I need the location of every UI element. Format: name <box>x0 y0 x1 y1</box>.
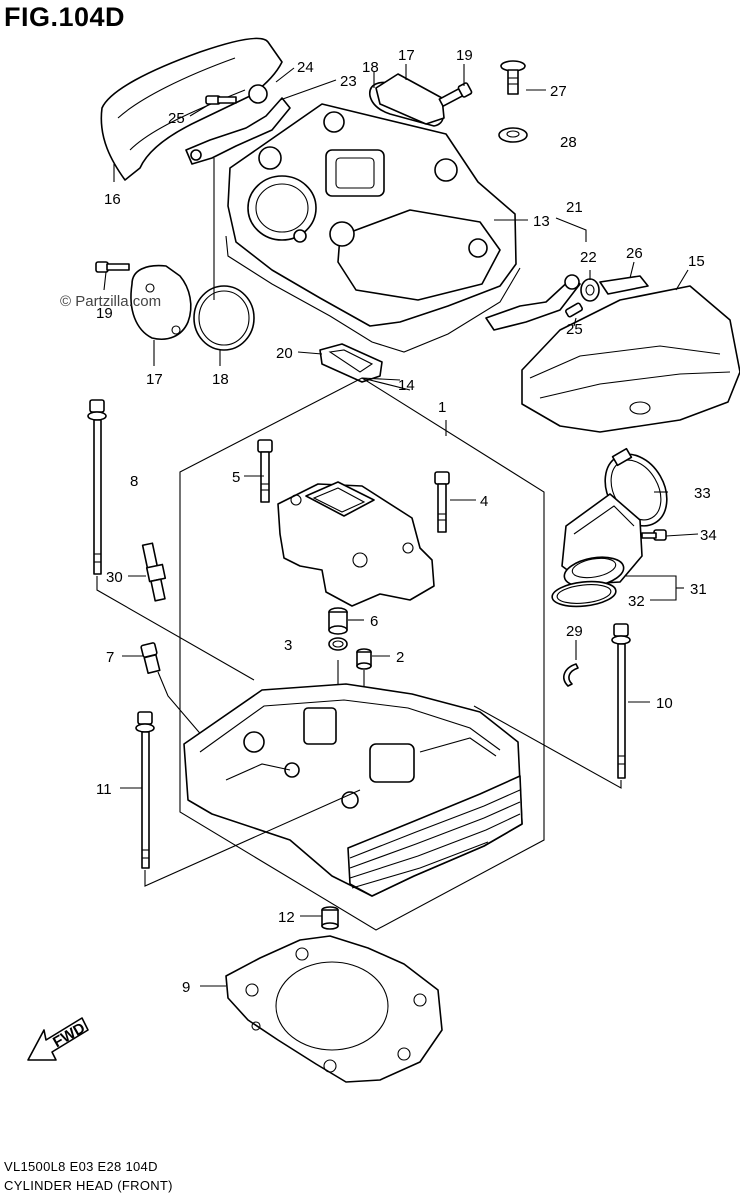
bolt-10 <box>611 623 631 779</box>
callout-33: 33 <box>694 485 711 502</box>
bolt-5 <box>257 439 273 503</box>
clip-29 <box>563 663 579 687</box>
callout-28: 28 <box>560 134 577 151</box>
screw-34 <box>641 529 667 541</box>
callout-21: 21 <box>566 199 583 216</box>
callout-15: 15 <box>688 253 705 270</box>
callout-29: 29 <box>566 623 583 640</box>
spark-plug-30 <box>141 542 167 602</box>
callout-9: 9 <box>182 979 190 996</box>
callout-27: 27 <box>550 83 567 100</box>
bolt-11 <box>135 711 155 869</box>
bolt-22 <box>580 278 600 302</box>
fwd-arrow: FWD <box>27 1017 89 1061</box>
callout-23: 23 <box>340 73 357 90</box>
callout-12: 12 <box>278 909 295 926</box>
callout-18-top: 18 <box>362 59 379 76</box>
callout-30: 30 <box>106 569 123 586</box>
callout-19-left: 19 <box>96 305 113 322</box>
callout-25-top: 25 <box>168 110 185 127</box>
callout-1: 1 <box>438 399 446 416</box>
callouts: 24 23 18 17 19 27 25 28 16 13 21 22 26 1… <box>96 47 717 996</box>
leader-lines <box>103 64 699 987</box>
o-ring-32 <box>551 580 617 608</box>
figure-title: FIG.104D <box>4 2 126 32</box>
dowel-6 <box>328 607 348 635</box>
cylinder-head-1 <box>183 683 523 897</box>
figure-code: VL1500L8 E03 E28 104D <box>4 1159 158 1174</box>
plug-7 <box>140 642 161 675</box>
callout-10: 10 <box>656 695 673 712</box>
washer-28 <box>498 127 528 143</box>
dowel-12 <box>321 906 339 930</box>
cover-17-top <box>375 73 445 125</box>
callout-25-right: 25 <box>566 321 583 338</box>
o-ring-3 <box>328 637 348 651</box>
callout-24: 24 <box>297 59 314 76</box>
bracket-23 <box>185 84 291 165</box>
callout-14: 14 <box>398 377 415 394</box>
figure-caption: CYLINDER HEAD (FRONT) <box>4 1178 173 1193</box>
heat-shield-16 <box>100 37 283 181</box>
bolt-25-top <box>205 95 237 105</box>
callout-8: 8 <box>130 473 138 490</box>
callout-7: 7 <box>106 649 114 666</box>
callout-13: 13 <box>533 213 550 230</box>
intake-pipe-31 <box>561 493 643 588</box>
watermark-text: © Partzilla.com <box>60 293 161 310</box>
o-ring-18-left <box>193 285 255 351</box>
cover-17-left <box>130 264 192 340</box>
callout-17-left: 17 <box>146 371 163 388</box>
head-gasket-9 <box>225 935 443 1083</box>
callout-34: 34 <box>700 527 717 544</box>
screw-27 <box>500 60 526 95</box>
cover-15 <box>521 285 740 433</box>
bracket-21 <box>485 274 581 331</box>
callout-2: 2 <box>396 649 404 666</box>
callout-17-top: 17 <box>398 47 415 64</box>
gasket-20 <box>319 343 383 383</box>
callout-18-left: 18 <box>212 371 229 388</box>
bolt-19-left <box>95 261 130 273</box>
bolt-4 <box>434 471 450 533</box>
callout-11: 11 <box>96 781 112 798</box>
callout-3: 3 <box>284 637 292 654</box>
callout-26: 26 <box>626 245 643 262</box>
callout-16: 16 <box>104 191 121 208</box>
callout-32: 32 <box>628 593 645 610</box>
cylinder-head-cover-13 <box>225 103 521 353</box>
callout-6: 6 <box>370 613 378 630</box>
callout-19-top: 19 <box>456 47 473 64</box>
bolt-25-right <box>565 302 583 318</box>
bolt-19-top <box>438 82 473 108</box>
bolt-8 <box>87 399 107 575</box>
callout-20: 20 <box>276 345 293 362</box>
callout-4: 4 <box>480 493 488 510</box>
camshaft-holder <box>277 481 435 607</box>
callout-31: 31 <box>690 581 707 598</box>
cushion-26 <box>599 275 649 295</box>
callout-5: 5 <box>232 469 240 486</box>
dowel-2 <box>356 648 372 670</box>
callout-22: 22 <box>580 249 597 266</box>
